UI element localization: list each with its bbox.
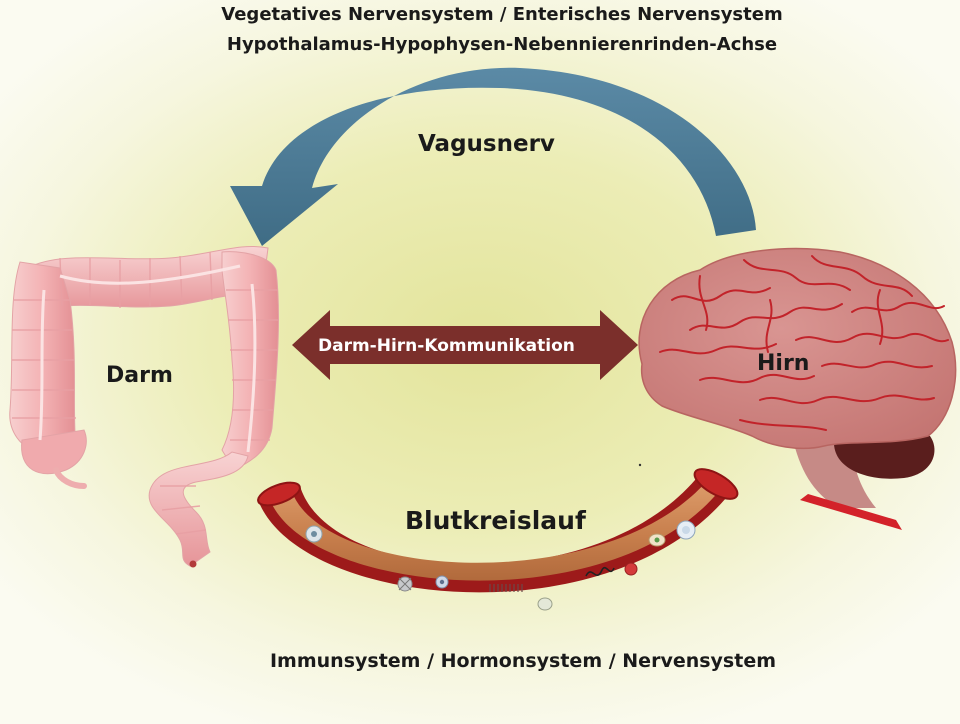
header-line-1: Vegetatives Nervensystem / Enterisches N… <box>221 4 783 25</box>
stray-dot <box>638 463 642 467</box>
blood-particles <box>305 520 696 611</box>
vagus-arrow <box>230 67 756 246</box>
blood-label: Blutkreislauf <box>405 506 586 535</box>
communication-label: Darm-Hirn-Kommunikation <box>318 336 575 356</box>
gut-label: Darm <box>106 363 173 388</box>
brain-vessels <box>659 255 949 431</box>
colon-illustration <box>9 245 280 568</box>
communication-arrow <box>292 310 638 380</box>
brain-label: Hirn <box>757 351 810 376</box>
blood-vessel <box>257 468 739 611</box>
brain-illustration <box>638 247 957 530</box>
vagus-label: Vagusnerv <box>418 131 555 157</box>
footer-systems: Immunsystem / Hormonsystem / Nervensyste… <box>269 650 777 672</box>
header-line-2: Hypothalamus-Hypophysen-Nebennierenrinde… <box>226 34 778 55</box>
